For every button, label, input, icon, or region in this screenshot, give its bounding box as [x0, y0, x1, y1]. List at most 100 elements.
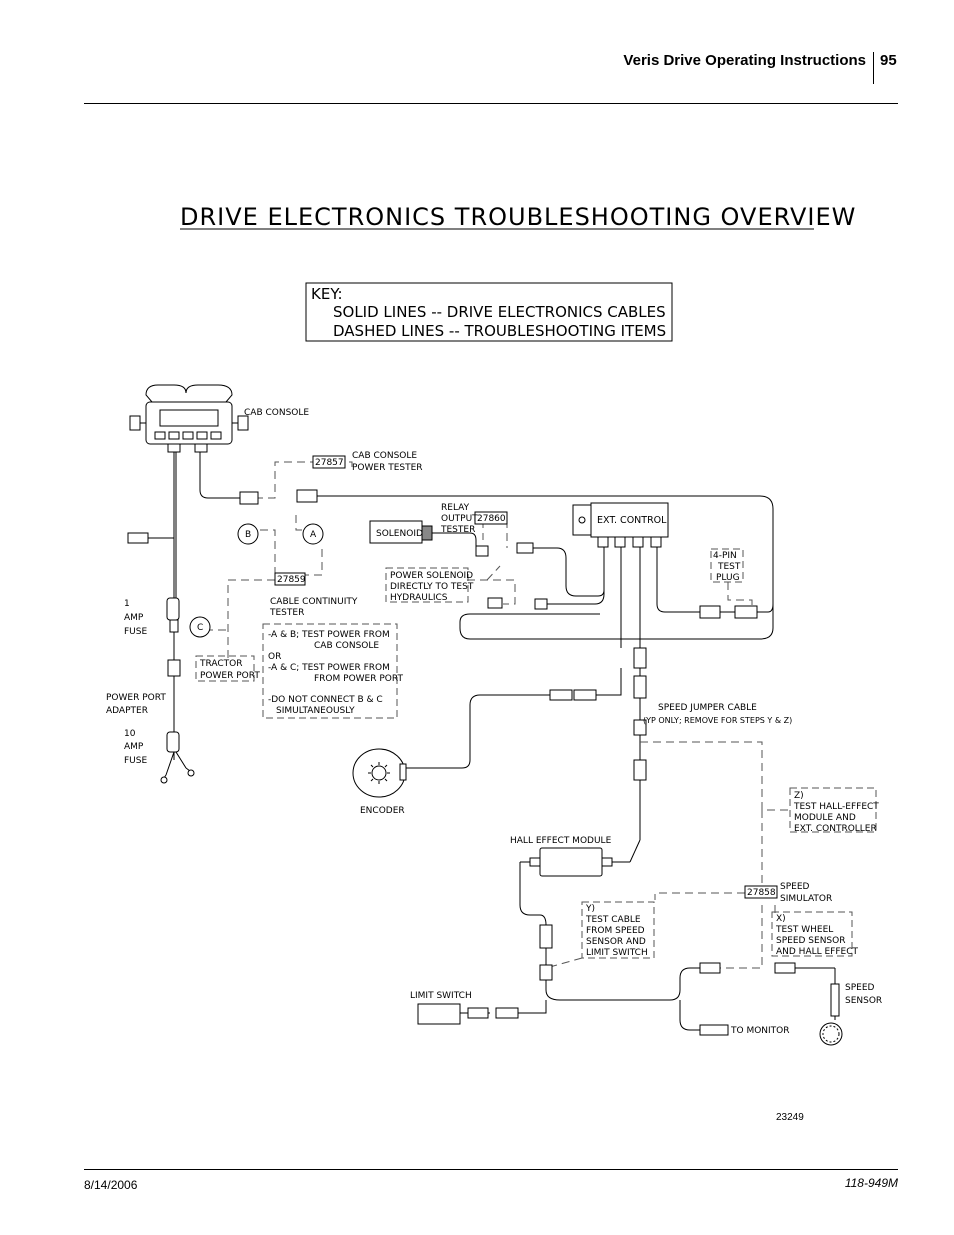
- cab-power-tester-connector-2: [296, 489, 318, 503]
- label-plug-2: TEST: [717, 562, 741, 572]
- z-box: [789, 787, 877, 833]
- hall-effect-module: [519, 839, 641, 877]
- part-27860-box: [474, 511, 508, 525]
- fuse-1amp-holder: [166, 597, 180, 621]
- diagram-title: DRIVE ELECTRONICS TROUBLESHOOTING OVERVI…: [180, 203, 856, 231]
- solenoid-connector: [475, 545, 489, 557]
- label-z-2: TEST HALL-EFFECT: [793, 802, 879, 812]
- relay-output-connector: [534, 598, 548, 610]
- label-fuse-1amp-2: AMP: [124, 613, 144, 623]
- encoder: [352, 748, 407, 798]
- power-solenoid-connector: [487, 597, 503, 609]
- label-y-2: TEST CABLE: [585, 915, 641, 925]
- jumper-connector-top: [633, 647, 647, 669]
- label-solenoid: SOLENOID: [376, 529, 423, 539]
- encoder-connector-1: [549, 689, 573, 701]
- label-hall-effect: HALL EFFECT MODULE: [510, 836, 612, 846]
- tractor-power-port-box: [195, 655, 255, 682]
- hall-lower-connector: [539, 924, 553, 949]
- label-x-3: SPEED SENSOR: [776, 936, 846, 946]
- speed-sensor-connector-2: [774, 962, 796, 974]
- note-line-2: CAB CONSOLE: [314, 641, 379, 651]
- ext-control-plug-connector: [699, 605, 721, 619]
- label-fuse-1amp-1: 1: [124, 599, 130, 609]
- label-x-2: TEST WHEEL: [775, 925, 833, 935]
- power-solenoid-box: [385, 567, 469, 603]
- label-fuse-10amp-2: AMP: [124, 742, 144, 752]
- jumper-connector-bottom: [633, 719, 647, 736]
- note-line-1: -A & B; TEST POWER FROM: [268, 630, 390, 640]
- label-test-point-c: C: [197, 623, 203, 633]
- label-y-5: LIMIT SWITCH: [586, 948, 648, 958]
- label-relay-1: RELAY: [441, 503, 470, 513]
- label-tractor-1: TRACTOR: [199, 659, 243, 669]
- note-line-3: OR: [268, 652, 281, 662]
- inline-connector: [169, 619, 179, 633]
- relay-tester-connector: [516, 542, 534, 554]
- footer-rule: [84, 1169, 898, 1170]
- label-fuse-10amp-1: 10: [124, 729, 136, 739]
- header-divider: [873, 52, 874, 84]
- note-line-6: -DO NOT CONNECT B & C: [268, 695, 383, 705]
- tone-wheel: [819, 1022, 843, 1046]
- label-simulator-1: SPEED: [780, 882, 810, 892]
- part-27858: 27858: [747, 888, 776, 898]
- label-y-3: FROM SPEED: [586, 926, 645, 936]
- note-line-4: -A & C; TEST POWER FROM: [268, 663, 390, 673]
- label-encoder: ENCODER: [360, 806, 405, 816]
- label-x-1: X): [776, 914, 786, 924]
- label-speed-jumper: SPEED JUMPER CABLE: [658, 703, 757, 713]
- label-power-solenoid-2: DIRECTLY TO TEST: [390, 582, 474, 592]
- figure-number: 23249: [776, 1112, 804, 1123]
- key-solid-lines: SOLID LINES -- DRIVE ELECTRONICS CABLES: [333, 303, 666, 321]
- label-continuity-1: CABLE CONTINUITY: [270, 597, 358, 607]
- label-relay-2: OUTPUT: [441, 514, 478, 524]
- label-speed-jumper-note: (YP ONLY; REMOVE FOR STEPS Y & Z): [643, 716, 792, 725]
- part-27859: 27859: [277, 575, 306, 585]
- label-simulator-2: SIMULATOR: [780, 894, 832, 904]
- label-plug-3: PLUG: [716, 573, 740, 583]
- key-box: [305, 282, 673, 342]
- label-limit-switch: LIMIT SWITCH: [410, 991, 472, 1001]
- footer-date: 8/14/2006: [84, 1178, 138, 1192]
- label-to-monitor: TO MONITOR: [730, 1026, 790, 1036]
- label-test-point-b: B: [245, 530, 251, 540]
- battery-ring-terminal-1: [160, 776, 168, 784]
- y-box: [581, 901, 655, 959]
- hall-connector-top: [633, 759, 647, 781]
- label-relay-3: TESTER: [440, 525, 475, 535]
- label-tractor-2: POWER PORT: [200, 671, 260, 681]
- label-speed-sensor-2: SENSOR: [845, 996, 882, 1006]
- test-plug-box: [710, 548, 744, 583]
- header-title: Veris Drive Operating Instructions: [623, 52, 866, 69]
- cab-power-tester-connector: [239, 491, 259, 505]
- test-point-c: [189, 616, 211, 638]
- label-power-solenoid-3: HYDRAULICS: [390, 593, 448, 603]
- harness-connector-top: [539, 964, 553, 981]
- limit-switch: [417, 1003, 461, 1025]
- key-heading: KEY:: [311, 285, 343, 303]
- label-test-point-a: A: [310, 530, 317, 540]
- note-line-5: FROM POWER PORT: [314, 674, 403, 684]
- label-power-solenoid-1: POWER SOLENOID: [390, 571, 473, 581]
- label-x-4: AND HALL EFFECT: [776, 947, 859, 957]
- label-z-4: EXT. CONTROLLER: [794, 824, 877, 834]
- part-27859-box: [274, 572, 306, 586]
- key-dashed-lines: DASHED LINES -- TROUBLESHOOTING ITEMS: [333, 322, 666, 340]
- label-power-port-adapter-2: ADAPTER: [106, 706, 148, 716]
- left-branch-connector: [127, 532, 149, 544]
- label-z-1: Z): [794, 791, 804, 801]
- battery-ring-terminal-2: [187, 769, 195, 777]
- cab-console: [129, 384, 249, 453]
- label-cab-console: CAB CONSOLE: [244, 408, 309, 418]
- page-number: 95: [880, 52, 897, 69]
- encoder-connector-2: [573, 689, 597, 701]
- cables: [148, 446, 836, 1031]
- speed-sensor-connector-1: [699, 962, 721, 974]
- monitor-connector: [699, 1024, 729, 1036]
- footer-doc-number: 118-949M: [844, 1176, 898, 1190]
- label-fuse-1amp-3: FUSE: [124, 627, 147, 637]
- tone-wheel-teeth: [822, 1025, 840, 1043]
- test-point-b: [237, 523, 259, 545]
